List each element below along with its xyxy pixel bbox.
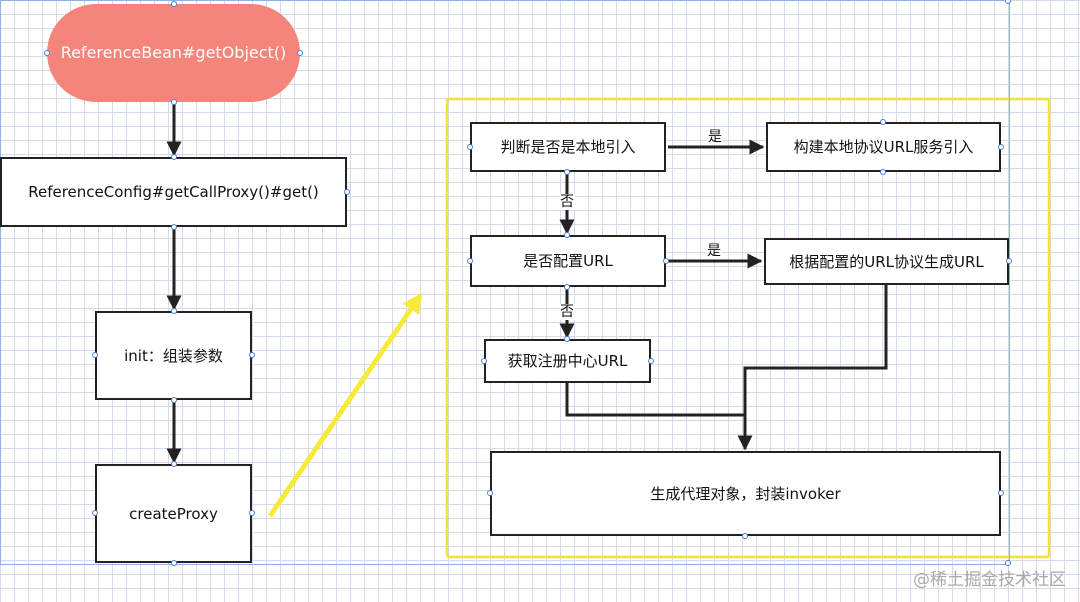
handle-create-top[interactable] (171, 461, 177, 467)
edge-label-yes-1: 是 (707, 129, 723, 145)
node-registry-url[interactable]: 获取注册中心URL (484, 339, 651, 383)
node-config-url[interactable]: 根据配置的URL协议生成URL (764, 238, 1009, 285)
step-reference-config[interactable]: ReferenceConfig#getCallProxy()#get() (0, 157, 347, 227)
handle-init-top[interactable] (171, 308, 177, 314)
edge-label-yes-2: 是 (706, 243, 722, 259)
watermark: @稀土掘金技术社区 (913, 570, 1066, 590)
handle-start-left[interactable] (44, 50, 50, 56)
handle-step2-bottom[interactable] (171, 224, 177, 230)
node-result[interactable]: 生成代理对象，封装invoker (490, 451, 1001, 536)
step-init[interactable]: init：组装参数 (95, 311, 252, 400)
handle-decision1-bottom[interactable] (564, 169, 570, 175)
handle-result-bottom[interactable] (742, 533, 748, 539)
decision-local-ref[interactable]: 判断是否是本地引入 (470, 122, 666, 172)
handle-local-bottom[interactable] (880, 169, 886, 175)
handle-local-top[interactable] (880, 119, 886, 125)
handle-create-right[interactable] (249, 510, 255, 516)
handle-frame-bottom-right[interactable] (1005, 560, 1011, 566)
handle-start-right[interactable] (297, 50, 303, 56)
highlight-frame (445, 97, 1051, 559)
start-node[interactable]: ReferenceBean#getObject() (47, 4, 300, 102)
selection-frame (0, 0, 1010, 565)
handle-registry-top[interactable] (564, 336, 570, 342)
handle-decision2-top[interactable] (564, 232, 570, 238)
handle-configurl-right[interactable] (1006, 258, 1012, 264)
handle-registry-left[interactable] (481, 358, 487, 364)
handle-local-right[interactable] (998, 144, 1004, 150)
node-build-local-url[interactable]: 构建本地协议URL服务引入 (766, 122, 1001, 172)
handle-decision1-left[interactable] (467, 144, 473, 150)
handle-create-bottom[interactable] (171, 560, 177, 566)
edge-label-no-1: 否 (559, 194, 575, 210)
handle-start-bottom[interactable] (171, 99, 177, 105)
handle-result-left[interactable] (487, 490, 493, 496)
handle-result-right[interactable] (998, 490, 1004, 496)
handle-decision2-left[interactable] (467, 258, 473, 264)
handle-frame-top-right[interactable] (1005, 0, 1011, 4)
handle-start-top[interactable] (171, 1, 177, 7)
handle-init-bottom[interactable] (171, 397, 177, 403)
handle-init-right[interactable] (249, 352, 255, 358)
handle-step2-right[interactable] (344, 189, 350, 195)
handle-create-left[interactable] (92, 510, 98, 516)
handle-init-left[interactable] (92, 352, 98, 358)
decision-config-url[interactable]: 是否配置URL (470, 235, 666, 287)
handle-registry-right[interactable] (648, 358, 654, 364)
edge-createproxy-to-detail (267, 292, 423, 518)
edge-registry-to-result (565, 383, 745, 417)
step-create-proxy[interactable]: createProxy (95, 464, 252, 563)
handle-decision2-right[interactable] (663, 258, 669, 264)
edge-configurl-to-result (737, 285, 888, 451)
handle-step2-top[interactable] (171, 154, 177, 160)
edge-label-no-2: 否 (559, 304, 575, 320)
handle-decision2-bottom[interactable] (564, 284, 570, 290)
